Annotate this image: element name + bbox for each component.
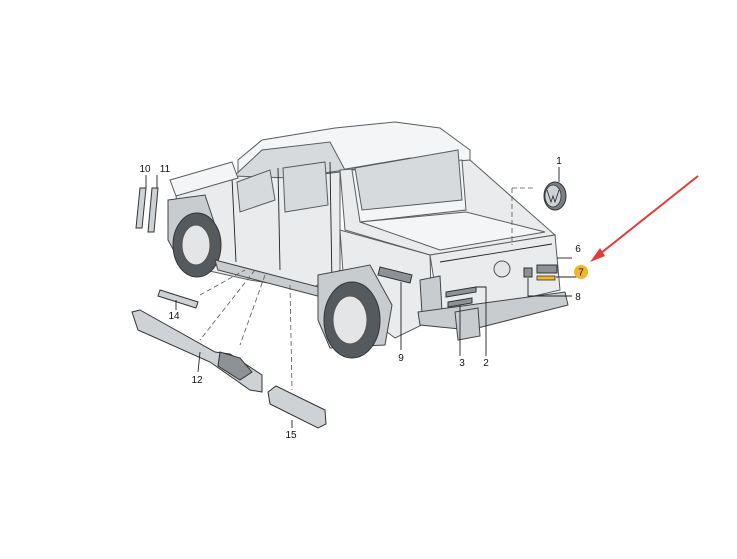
callout-9: 9	[398, 353, 404, 364]
pickup-truck	[167, 121, 569, 359]
callout-12: 12	[191, 375, 203, 386]
callout-1: 1	[556, 156, 562, 167]
callout-14: 14	[168, 311, 180, 322]
callout-7: 7	[578, 268, 584, 279]
loose-parts	[131, 181, 567, 429]
red-pointer-arrow-icon	[590, 175, 699, 262]
callout-15: 15	[285, 430, 297, 441]
callout-2: 2	[483, 358, 489, 369]
emblem-part-7	[536, 275, 556, 281]
callout-6: 6	[575, 244, 581, 255]
callout-3: 3	[459, 358, 465, 369]
decal-part-9	[377, 266, 413, 284]
vw-logo-icon	[543, 181, 567, 211]
sill-plate-part-15	[267, 385, 327, 429]
callout-10: 10	[139, 164, 151, 175]
callout-11: 11	[160, 164, 171, 175]
emblem-part-6	[536, 264, 558, 274]
emblem-part-3	[447, 297, 473, 308]
callout-labels: 1 2 3 6 7 8 9 10 11 12 14 15	[139, 156, 588, 441]
dashed-guides	[199, 187, 535, 391]
strip-part-10	[135, 187, 147, 229]
strip-part-14	[157, 289, 199, 309]
emblem-part-8	[523, 267, 533, 278]
leader-lines	[145, 167, 578, 428]
callout-7-highlight	[574, 265, 588, 279]
callout-8: 8	[575, 292, 581, 303]
emblem-part-2	[445, 286, 477, 298]
strip-part-11	[147, 187, 159, 233]
